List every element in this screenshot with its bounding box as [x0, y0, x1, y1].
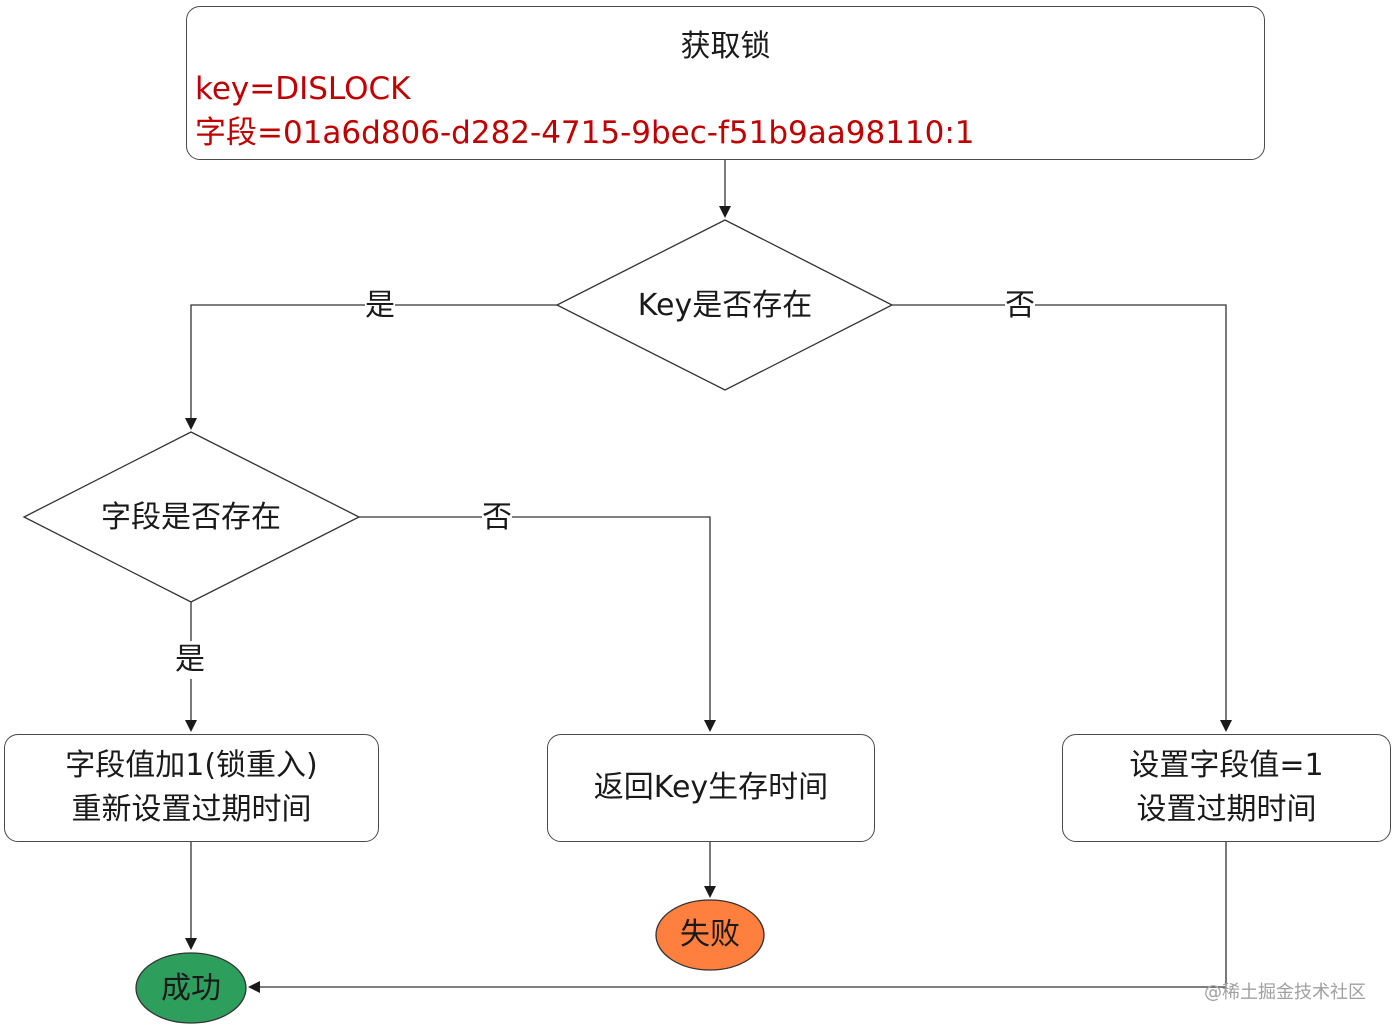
decision-key-label: Key是否存在 — [637, 288, 813, 323]
reenter-line2: 重新设置过期时间 — [71, 792, 312, 827]
decision-field-exists — [22, 431, 361, 603]
start-box: 获取锁 key=DISLOCK 字段=01a6d806-d282-4715-9b… — [186, 6, 1265, 160]
terminal-fail — [655, 899, 765, 971]
decision-key-exists — [555, 219, 894, 391]
success-label: 成功 — [161, 971, 221, 1006]
process-reenter: 字段值加1(锁重入) 重新设置过期时间 — [4, 734, 379, 842]
process-return-ttl: 返回Key生存时间 — [547, 734, 875, 842]
edge-label-field-no: 否 — [482, 500, 512, 535]
edge-label-key-no: 否 — [1005, 288, 1035, 323]
edge-key-yes — [185, 304, 557, 430]
edge-field-no — [359, 516, 716, 732]
process-set-field: 设置字段值=1 设置过期时间 — [1062, 734, 1391, 842]
edge-set-to-success — [248, 842, 1227, 993]
return-ttl-label: 返回Key生存时间 — [593, 770, 829, 805]
start-field-line: 字段=01a6d806-d282-4715-9bec-f51b9aa98110:… — [195, 115, 975, 151]
watermark: @稀土掘金技术社区 — [1204, 982, 1366, 1003]
set-field-line2: 设置过期时间 — [1136, 792, 1317, 827]
decision-field-label: 字段是否存在 — [101, 500, 281, 535]
set-field-line1: 设置字段值=1 — [1129, 748, 1324, 783]
edge-key-no — [892, 304, 1232, 732]
start-key-line: key=DISLOCK — [195, 71, 411, 107]
reenter-line1: 字段值加1(锁重入) — [65, 748, 318, 783]
edge-label-key-yes: 是 — [365, 288, 395, 323]
terminal-success — [135, 952, 247, 1024]
edge-label-field-yes: 是 — [175, 641, 205, 679]
fail-label: 失败 — [680, 917, 740, 952]
start-title: 获取锁 — [680, 29, 771, 64]
